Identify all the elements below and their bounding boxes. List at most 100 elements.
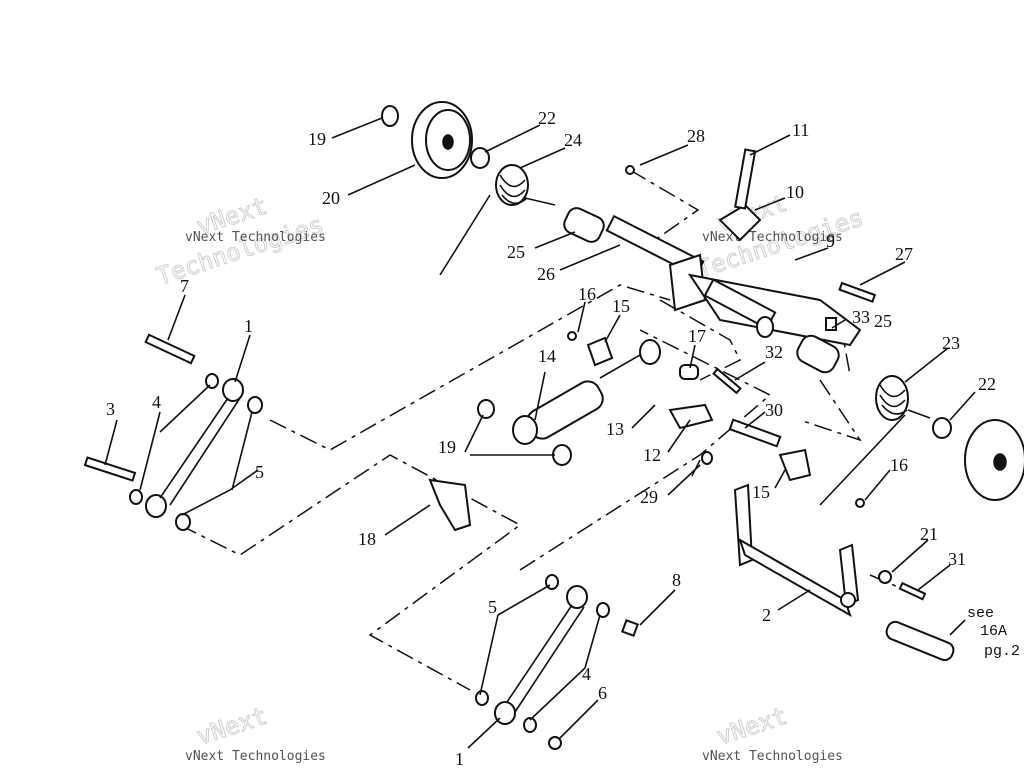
bolt-11	[734, 148, 757, 210]
leader-9	[794, 247, 829, 261]
leader-31	[917, 564, 951, 591]
leader-14	[534, 371, 546, 421]
label-30: 30	[765, 400, 783, 420]
label-11: 11	[792, 120, 809, 140]
label-3: 3	[106, 399, 115, 419]
bolt-3	[83, 456, 137, 482]
leader-27	[859, 261, 906, 286]
washer-21	[878, 570, 892, 584]
dash-line-right	[799, 379, 862, 442]
pulley-right-hub	[993, 453, 1007, 471]
leader-10	[754, 197, 786, 211]
leader-lines	[104, 117, 976, 749]
leader-33	[831, 319, 846, 329]
leader-22a	[484, 124, 541, 153]
label-27: 27	[895, 244, 913, 264]
label-1-top: 1	[244, 316, 253, 336]
label-4-bottom: 4	[582, 664, 591, 684]
label-19-top: 19	[308, 129, 326, 149]
label-19-mid: 19	[438, 437, 456, 457]
bolt-31	[898, 581, 927, 601]
leader-6	[559, 699, 599, 739]
label-32: 32	[765, 342, 783, 362]
label-17: 17	[688, 326, 706, 346]
note-see: see	[967, 605, 994, 622]
dash-line-bracket	[659, 299, 742, 381]
leader-4b	[529, 614, 601, 721]
washer-22-right	[932, 417, 952, 439]
leader-13	[631, 404, 656, 429]
washer-4-lower	[523, 717, 537, 733]
label-13: 13	[606, 419, 624, 439]
right-arm-assembly	[733, 483, 955, 662]
bolt-7	[144, 333, 196, 365]
label-14: 14	[538, 346, 556, 366]
pulley-20-hub	[442, 134, 454, 150]
washer-4-top	[205, 373, 219, 389]
cylinder-14-end	[512, 415, 538, 445]
dash-line-28	[629, 169, 700, 241]
label-7: 7	[180, 276, 189, 296]
bushing-25-top	[563, 207, 605, 243]
pin-30	[728, 418, 782, 448]
label-8: 8	[672, 570, 681, 590]
label-5-bottom: 5	[488, 597, 497, 617]
arm-2-hub	[840, 592, 856, 608]
label-15-top: 15	[612, 296, 630, 316]
rod-16A	[885, 620, 955, 662]
leader-15a	[604, 314, 621, 343]
block-15	[586, 336, 614, 367]
leader-20	[347, 164, 416, 196]
leader-30	[744, 411, 766, 429]
leader-1a	[234, 334, 251, 383]
shaft-2	[738, 537, 852, 618]
cylinder-group	[428, 331, 812, 532]
bushing-5-bottom	[175, 513, 191, 531]
leader-23	[904, 347, 949, 383]
label-25-right: 25	[874, 311, 892, 331]
label-22-top: 22	[538, 108, 556, 128]
label-4-top: 4	[152, 392, 161, 412]
note-page: pg.2	[984, 643, 1020, 660]
note-ref: 16A	[980, 623, 1007, 640]
leader-7	[167, 294, 186, 341]
leader-1b	[467, 717, 501, 749]
link-1-upper-end	[566, 585, 588, 609]
leader-19a	[331, 117, 383, 139]
bracket-18	[428, 478, 472, 532]
label-22-right: 22	[978, 374, 996, 394]
watermark-logo: vNext	[713, 702, 790, 751]
bushing-25-right	[796, 334, 840, 374]
washer-22-top	[470, 147, 490, 169]
label-16-right: 16	[890, 455, 908, 475]
label-6: 6	[598, 683, 607, 703]
label-15-right: 15	[752, 482, 770, 502]
leader-26	[559, 244, 621, 271]
pivot-10	[718, 203, 762, 242]
washer-19-top	[381, 105, 399, 127]
spring-23-coils	[879, 384, 908, 415]
label-5-top: 5	[255, 462, 264, 482]
label-28: 28	[687, 126, 705, 146]
leader-19b	[464, 414, 555, 456]
leader-16b	[864, 469, 891, 501]
block-12	[668, 403, 714, 430]
leader-32	[734, 361, 766, 381]
left-linkage-group	[83, 333, 263, 531]
dash-line-31	[869, 574, 906, 591]
watermark-text: vNext Technologies	[702, 230, 843, 245]
leader-5a	[181, 411, 259, 516]
washer-4-bottom	[129, 489, 143, 505]
leader-29	[667, 464, 701, 496]
cylinder-head	[639, 339, 661, 365]
upper-pulley-group	[381, 101, 705, 278]
label-33: 33	[852, 307, 870, 327]
watermark-logo: vNext	[193, 702, 270, 751]
label-2: 2	[762, 605, 771, 625]
bolt-27	[838, 281, 877, 303]
leader-16a	[577, 301, 586, 333]
label-10: 10	[786, 182, 804, 202]
leader-22b	[949, 391, 976, 421]
link-1-bottom-end	[145, 494, 167, 518]
